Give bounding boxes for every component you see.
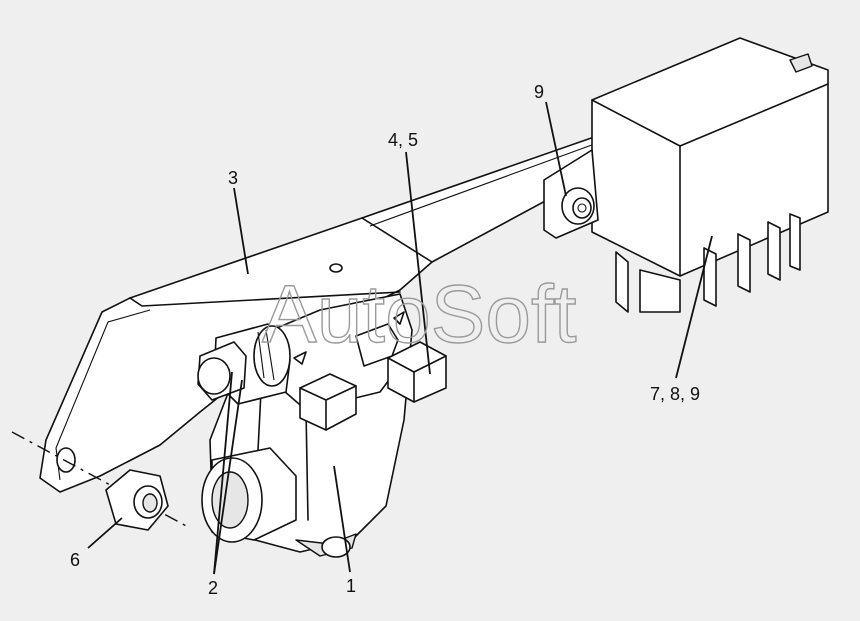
- callout-9: 9: [534, 82, 544, 102]
- valve-bolts: [293, 311, 447, 431]
- callout-leaders: [87, 101, 713, 575]
- callout-1: 1: [346, 576, 356, 596]
- callout-7-8-9: 7, 8, 9: [650, 384, 700, 404]
- leader-1: [333, 465, 351, 573]
- leader-2: [213, 371, 233, 575]
- leader-789: [675, 235, 713, 379]
- callout-4-5: 4, 5: [388, 130, 418, 150]
- leader-9: [545, 101, 567, 197]
- bolt-axis-line: [11, 431, 191, 529]
- leader-2b: [213, 379, 243, 575]
- leader-3: [233, 187, 249, 275]
- callout-2: 2: [208, 578, 218, 598]
- relay-mount-nut: [543, 149, 599, 239]
- leader-45: [405, 151, 431, 375]
- valve-fitting: [197, 323, 291, 405]
- callout-6: 6: [70, 550, 80, 570]
- hex-nut: [105, 469, 169, 531]
- callout-3: 3: [228, 168, 238, 188]
- watermark: AutoSoft: [262, 269, 577, 360]
- leader-6: [87, 517, 123, 549]
- relay-box: [591, 37, 829, 313]
